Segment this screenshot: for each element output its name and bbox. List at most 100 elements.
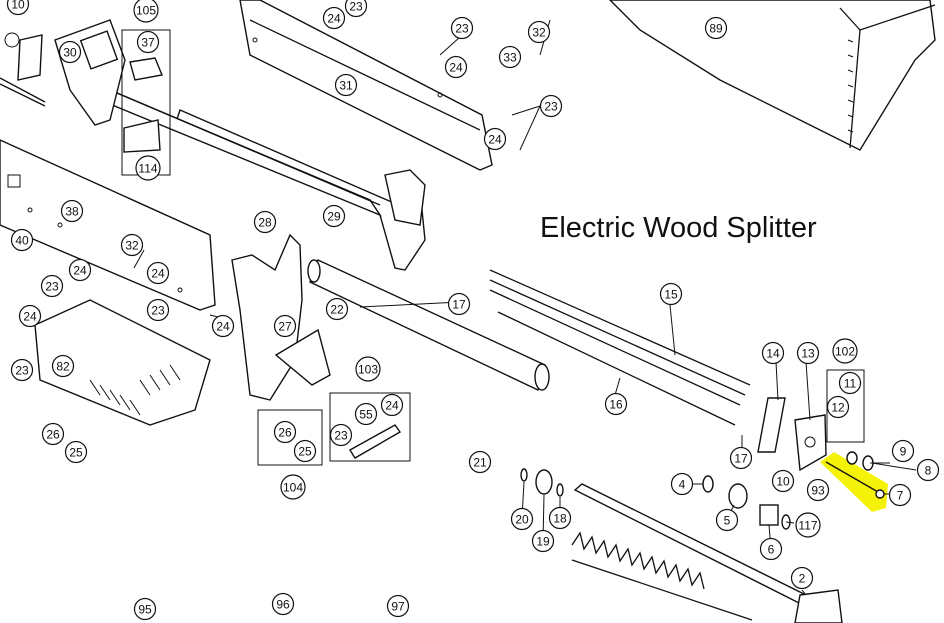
callout-23: 23 (10, 358, 34, 382)
callout-23: 23 (40, 274, 64, 298)
callout-number: 9 (900, 444, 907, 458)
callout-number: 2 (799, 571, 806, 585)
frame-drawing (0, 139, 216, 311)
callout-32: 32 (120, 233, 144, 257)
callout-10: 10 (771, 469, 795, 493)
callout-24: 24 (68, 258, 92, 282)
callout-28: 28 (253, 210, 277, 234)
callout-number: 23 (544, 99, 558, 113)
callout-24: 24 (146, 261, 170, 285)
callout-number: 11 (844, 376, 857, 390)
callout-number: 103 (358, 362, 378, 376)
callout-number: 102 (835, 344, 855, 358)
callout-23: 23 (146, 298, 170, 322)
callout-number: 7 (897, 488, 904, 502)
callout-24: 24 (211, 314, 235, 338)
piston-rod-drawing (573, 483, 843, 623)
callout-14: 14 (761, 341, 785, 365)
callout-number: 29 (327, 209, 341, 223)
callout-105: 105 (133, 0, 159, 23)
callout-16: 16 (604, 392, 628, 416)
callout-number: 55 (359, 407, 373, 421)
beam-drawing (239, 0, 493, 171)
callout-number: 27 (278, 319, 292, 333)
spring-drawing (571, 531, 753, 621)
callout-104: 104 (280, 474, 306, 500)
callout-number: 24 (23, 309, 37, 323)
callout-number: 24 (385, 398, 399, 412)
callout-23: 23 (450, 16, 474, 40)
callout-number: 25 (69, 445, 83, 459)
callout-number: 23 (455, 21, 469, 35)
callout-27: 27 (273, 314, 297, 338)
callout-number: 17 (452, 297, 466, 311)
callout-55: 55 (354, 402, 378, 426)
callout-103: 103 (355, 356, 381, 382)
carton-box-drawing (609, 0, 936, 151)
callout-number: 33 (503, 50, 517, 64)
callout-9: 9 (891, 439, 915, 463)
callout-number: 8 (925, 463, 932, 477)
callout-23: 23 (344, 0, 368, 18)
tube-drawing (307, 259, 550, 391)
callout-number: 23 (45, 279, 59, 293)
callout-40: 40 (10, 228, 34, 252)
callout-32: 32 (527, 20, 551, 44)
callout-number: 24 (216, 319, 230, 333)
callout-number: 105 (136, 3, 156, 17)
callout-number: 17 (734, 451, 748, 465)
callout-38: 38 (60, 199, 84, 223)
group-104-box (257, 409, 323, 466)
diagram-title: Electric Wood Splitter (540, 212, 817, 244)
callout-number: 32 (125, 238, 139, 252)
part-7-highlight (820, 452, 888, 512)
callout-number: 4 (679, 477, 686, 491)
callout-22: 22 (325, 297, 349, 321)
callout-117: 117 (795, 512, 821, 538)
end-plate-drawing (0, 19, 126, 126)
callout-number: 22 (330, 302, 344, 316)
callout-31: 31 (334, 73, 358, 97)
valve-block-drawing (757, 397, 827, 472)
callout-18: 18 (548, 506, 572, 530)
callout-number: 24 (73, 263, 87, 277)
callout-number: 10 (776, 474, 790, 488)
callout-number: 14 (766, 346, 780, 360)
callout-6: 6 (759, 537, 783, 561)
callout-82: 82 (51, 354, 75, 378)
tray-drawing (34, 299, 211, 426)
callout-number: 23 (334, 428, 348, 442)
callout-number: 26 (46, 427, 60, 441)
callout-13: 13 (796, 341, 820, 365)
callout-5: 5 (715, 508, 739, 532)
callout-96: 96 (271, 592, 295, 616)
callout-29: 29 (322, 204, 346, 228)
callout-89: 89 (704, 16, 728, 40)
part-7-rod-drawing (825, 461, 885, 499)
callout-25: 25 (64, 440, 88, 464)
callout-24: 24 (380, 393, 404, 417)
callout-23: 23 (329, 423, 353, 447)
callout-number: 89 (709, 21, 723, 35)
callout-number: 5 (724, 513, 731, 527)
callout-number: 37 (141, 35, 155, 49)
callout-23: 23 (539, 94, 563, 118)
callout-26: 26 (41, 422, 65, 446)
callout-2: 2 (790, 566, 814, 590)
callout-number: 24 (327, 11, 341, 25)
callout-number: 20 (515, 512, 529, 526)
callout-97: 97 (386, 594, 410, 618)
callout-24: 24 (483, 127, 507, 151)
callout-number: 96 (276, 597, 290, 611)
callout-7: 7 (888, 483, 912, 507)
callout-number: 114 (138, 161, 157, 175)
callout-26: 26 (273, 420, 297, 444)
callout-number: 18 (553, 511, 567, 525)
callout-8: 8 (916, 458, 940, 482)
callout-number: 12 (831, 400, 845, 414)
callout-21: 21 (468, 450, 492, 474)
tie-rods-drawing (489, 269, 751, 426)
callout-30: 30 (58, 40, 82, 64)
